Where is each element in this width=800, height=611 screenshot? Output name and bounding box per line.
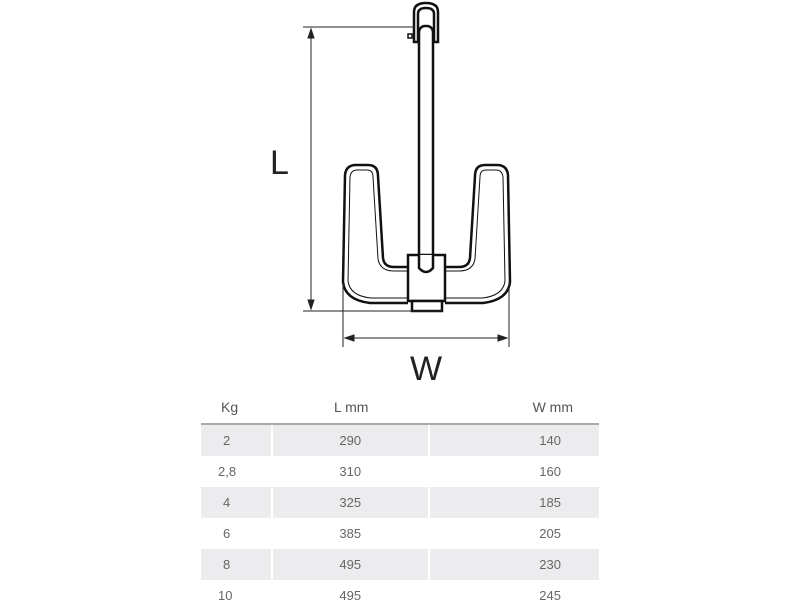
cell-l: 495 bbox=[272, 549, 430, 580]
cell-kg: 6 bbox=[201, 518, 273, 549]
anchor-shank bbox=[406, 1, 447, 313]
table-row: 2 290 140 bbox=[201, 425, 599, 456]
cell-kg: 10 bbox=[201, 580, 273, 611]
cell-w: 245 bbox=[539, 588, 561, 603]
header-w-mm: W mm bbox=[429, 390, 599, 425]
cell-w: 140 bbox=[429, 425, 599, 456]
cell-w: 205 bbox=[539, 526, 561, 541]
header-l-mm: L mm bbox=[272, 390, 430, 425]
header-kg: Kg bbox=[201, 390, 273, 425]
table-row: 8 495 230 bbox=[201, 549, 599, 580]
shackle-pin-icon bbox=[407, 33, 413, 39]
cell-kg: 4 bbox=[201, 487, 273, 518]
anchor-flukes bbox=[341, 163, 512, 305]
cell-kg: 8 bbox=[201, 549, 273, 580]
table-row: 6 385 205 bbox=[201, 518, 599, 549]
cell-kg: 2 bbox=[201, 425, 273, 456]
cell-l: 310 bbox=[273, 456, 430, 487]
cell-l: 290 bbox=[272, 425, 430, 456]
cell-w: 160 bbox=[539, 464, 561, 479]
dimension-lines bbox=[303, 26, 510, 347]
table-row: 10 495 245 bbox=[201, 580, 599, 611]
length-label: L bbox=[270, 144, 289, 182]
cell-w: 185 bbox=[429, 487, 599, 518]
cell-l: 385 bbox=[273, 518, 430, 549]
anchor-size-table: Kg L mm W mm 2 290 140 2,8 310 160 4 325… bbox=[201, 390, 599, 611]
cell-l: 495 bbox=[273, 580, 430, 611]
width-label: W bbox=[410, 350, 443, 388]
table-header-row: Kg L mm W mm bbox=[201, 390, 599, 425]
cell-kg: 2,8 bbox=[201, 456, 273, 487]
table-row: 2,8 310 160 bbox=[201, 456, 599, 487]
anchor-drawing bbox=[303, 1, 512, 347]
cell-l: 325 bbox=[272, 487, 430, 518]
table-row: 4 325 185 bbox=[201, 487, 599, 518]
cell-w: 230 bbox=[429, 549, 599, 580]
anchor-foot bbox=[410, 299, 444, 313]
